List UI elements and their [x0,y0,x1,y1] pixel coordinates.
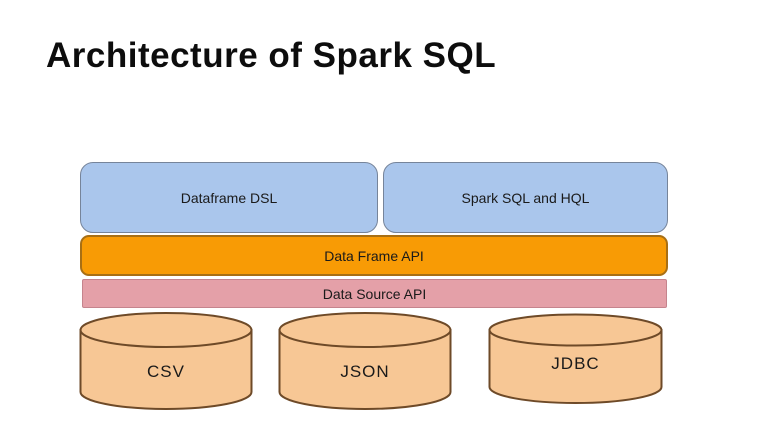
layer-spark-sql-hql-label: Spark SQL and HQL [461,189,590,206]
datasource-label-jdbc: JDBC [551,354,600,373]
datasource-label-json: JSON [340,362,390,381]
datasource-label-csv: CSV [147,362,185,381]
layer-data-frame-api-label: Data Frame API [324,247,424,264]
layer-dataframe-dsl-label: Dataframe DSL [180,189,278,206]
datasource-cylinder-json: JSON [278,311,452,412]
database-cylinder-icon [488,313,663,404]
database-cylinder-icon [79,312,253,410]
layer-data-frame-api: Data Frame API [80,235,668,276]
layer-spark-sql-hql: Spark SQL and HQL [383,162,668,233]
database-cylinder-icon [278,312,452,410]
layer-dataframe-dsl: Dataframe DSL [80,162,378,233]
page-title: Architecture of Spark SQL [46,36,497,75]
datasource-cylinder-jdbc: JDBC [488,313,663,405]
layer-data-source-api-label: Data Source API [322,285,427,302]
datasource-cylinder-csv: CSV [79,311,253,412]
layer-data-source-api: Data Source API [82,279,667,308]
